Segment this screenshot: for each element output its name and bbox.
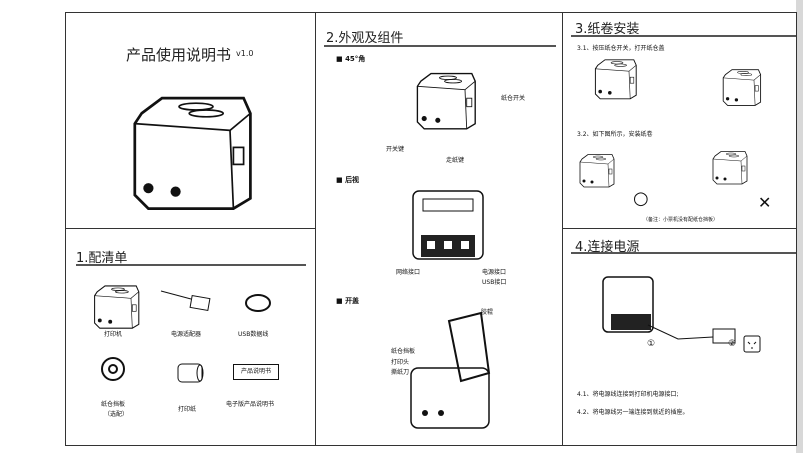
cover-panel: 产品使用说明书 v1.0	[65, 12, 316, 229]
packing-heading: 1.配清单	[76, 251, 128, 266]
callout: 纸仓挡板	[391, 348, 416, 355]
item-label: 电源适配器	[171, 331, 202, 338]
view-label: 后视	[345, 176, 360, 184]
printer-rear-illustration	[412, 190, 484, 260]
printer-open-illustration	[578, 153, 616, 188]
correct-mark: ○	[633, 188, 649, 209]
note-text: （备注：小票机没有配纸仓挡板）	[643, 217, 719, 223]
appearance-panel: 2.外观及组件 ■ 45°角 纸仓开关 开关键 走纸键 ■ 后视 网络接口 电源…	[315, 12, 563, 446]
callout: 走纸键	[446, 157, 465, 164]
printer-rear-power-illustration	[602, 276, 736, 344]
item-label: USB数据线	[238, 331, 269, 338]
step-text: 4.2、将电源线另一端连接到就近的插座。	[577, 409, 689, 416]
view-label: 开盖	[345, 297, 360, 305]
usb-cable-icon	[245, 294, 271, 312]
paper-install-panel: 3.纸卷安装 3.1、按压纸仓开关，打开纸仓盖 3.2、如下图所示，安装纸卷 ○…	[562, 12, 797, 229]
marker-2: ②	[728, 339, 737, 349]
power-panel: 4.连接电源 ① ② 4.1、将电源线连接到打印机电源接口; 4.2、将电源线另…	[562, 228, 797, 446]
item-sublabel: （选配）	[104, 411, 129, 418]
power-adapter-icon	[160, 290, 211, 312]
callout: 撕纸刀	[391, 369, 410, 376]
callout: 网络接口	[396, 269, 421, 276]
printer-open-illustration	[711, 150, 749, 185]
marker-1: ①	[647, 339, 656, 349]
manual-icon: 产品说明书	[233, 364, 279, 380]
printer-open-illustration	[721, 68, 762, 107]
printer-open-illustration	[410, 311, 491, 429]
printer-45-illustration	[414, 71, 478, 131]
callout: USB接口	[482, 279, 507, 286]
cover-version: v1.0	[236, 49, 254, 58]
printer-illustration	[128, 93, 256, 212]
step-text: 3.1、按压纸仓开关，打开纸仓盖	[577, 45, 665, 52]
callout: 电源接口	[482, 269, 507, 276]
packing-panel: 1.配清单 打印机 电源适配器 USB数据线 产品说明书 纸仓挡板 （选配） 打…	[65, 228, 316, 446]
power-socket-icon	[743, 335, 761, 353]
paper-baffle-icon	[101, 357, 125, 381]
wrong-mark: ✕	[758, 193, 772, 212]
step-text: 3.2、如下图所示，安装纸卷	[577, 131, 653, 138]
printer-icon	[92, 284, 141, 330]
view-label: 45°角	[345, 55, 366, 63]
scrollbar-track[interactable]	[796, 0, 803, 453]
callout: 纸仓开关	[501, 95, 526, 102]
callout: 开关键	[386, 146, 405, 153]
cover-title: 产品使用说明书	[126, 46, 232, 64]
appearance-heading: 2.外观及组件	[326, 31, 404, 46]
paper-roll-icon	[177, 363, 204, 383]
item-label: 电子版产品说明书	[226, 401, 275, 408]
step-text: 4.1、将电源线连接到打印机电源接口;	[577, 391, 679, 398]
item-label: 打印机	[104, 331, 123, 338]
callout: 胶辊	[481, 309, 494, 316]
printer-closed-illustration	[593, 58, 638, 100]
callout: 打印头	[391, 359, 410, 366]
power-heading: 4.连接电源	[575, 240, 640, 255]
item-label: 打印纸	[178, 406, 197, 413]
paper-install-heading: 3.纸卷安装	[575, 22, 640, 37]
item-label: 纸仓挡板	[101, 401, 126, 408]
